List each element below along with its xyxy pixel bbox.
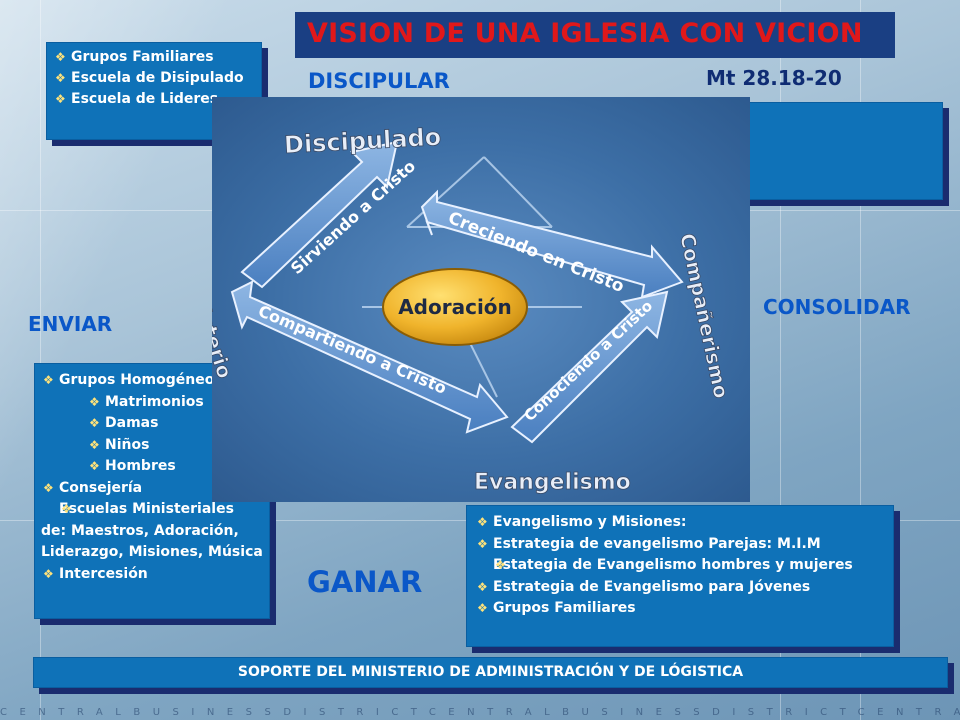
page-title: VISION DE UNA IGLESIA CON VICION: [307, 18, 863, 49]
title-bar: VISION DE UNA IGLESIA CON VICION: [295, 12, 895, 58]
list-item: Escuela de Lideres: [53, 89, 255, 110]
diagram-label-right: Compañerismo: [675, 231, 733, 400]
diagram-label-top: Discipulado: [283, 123, 441, 159]
list-item: Niños: [41, 435, 263, 457]
list-item: Consejería: [41, 478, 263, 500]
stage-label-discipular: DISCIPULAR: [308, 69, 450, 93]
inner-lines: [362, 156, 582, 398]
arrow-top-left: Sirviendo a Cristo: [240, 140, 419, 289]
list-item: Escuelas Ministeriales de: Maestros, Ado…: [41, 499, 263, 564]
card-ganar: Evangelismo y Misiones: Estrategia de ev…: [466, 505, 894, 647]
cycle-diagram-svg: Sirviendo a Cristo Creciendo en Cristo C…: [179, 122, 734, 495]
list-item: Grupos Familiares: [53, 47, 255, 68]
list-item: Estategia de Evangelismo hombres y mujer…: [475, 555, 885, 577]
list-item: Intercesión: [41, 564, 263, 586]
stage-label-ganar: GANAR: [307, 565, 423, 599]
arrow-bottom-right: Conociendo a Cristo: [510, 290, 669, 444]
list-item: Grupos Familiares: [475, 598, 885, 620]
center-label: Adoración: [398, 295, 512, 319]
list-item: Estrategia de evangelismo Parejas: M.I.M: [475, 534, 885, 556]
verse-reference: Mt 28.18-20: [706, 66, 842, 90]
stage-label-consolidar: CONSOLIDAR: [763, 295, 911, 319]
diagram-label-left: Ministerio: [212, 266, 237, 381]
list-item: Evangelismo y Misiones:: [475, 512, 885, 534]
list-item: Grupos Homogéneos: [41, 370, 263, 392]
list-item: Hombres: [41, 456, 263, 478]
list-item: Estrategia de Evangelismo para Jóvenes: [475, 577, 885, 599]
soporte-banner: SOPORTE DEL MINISTERIO DE ADMINISTRACIÓN…: [33, 657, 948, 688]
footer-strip: CENTRALBUSINESSDISTRICTCENTRALBUSINESSDI…: [0, 707, 960, 718]
list-item: Damas: [41, 413, 263, 435]
list-item: Matrimonios: [41, 392, 263, 414]
list-item: Escuela de Disipulado: [53, 68, 255, 89]
center-adoration: Adoración: [382, 268, 528, 346]
arrow-bottom-right-label: Conociendo a Cristo: [520, 297, 656, 425]
adoration-cycle-diagram: Sirviendo a Cristo Creciendo en Cristo C…: [179, 97, 750, 502]
stage-label-enviar: ENVIAR: [28, 312, 113, 336]
diagram-label-bottom: Evangelismo: [474, 470, 631, 495]
